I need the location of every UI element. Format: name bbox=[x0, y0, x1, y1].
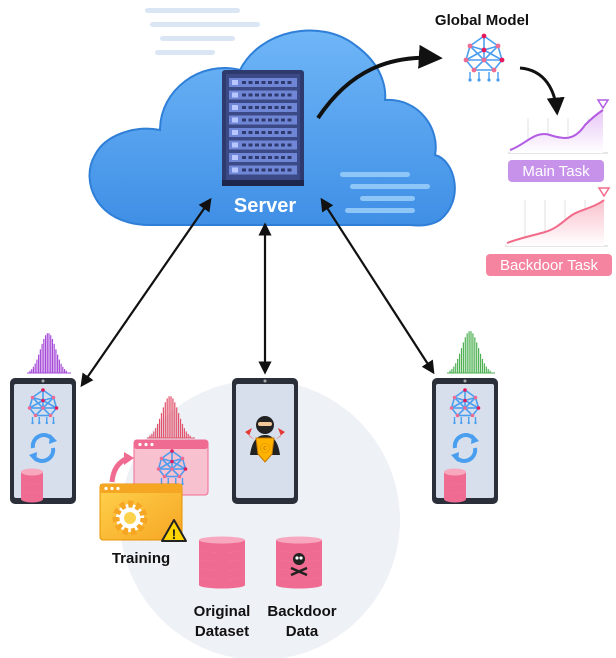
warning-icon: ! bbox=[161, 519, 187, 542]
svg-text:ⓒ: ⓒ bbox=[260, 443, 270, 455]
client-right-sync-icon bbox=[451, 433, 479, 463]
attacker-histogram bbox=[147, 396, 195, 439]
client-left-database-icon bbox=[21, 468, 43, 503]
client-left-histogram bbox=[27, 333, 71, 374]
server-rack-icon bbox=[222, 70, 304, 186]
arrow-server-to-global-model bbox=[316, 44, 443, 120]
client-right-histogram bbox=[447, 331, 495, 374]
neural-network-icon bbox=[463, 33, 505, 82]
main-task-chart bbox=[508, 99, 610, 154]
hacker-icon: ⓒ bbox=[245, 416, 285, 463]
skull-icon bbox=[290, 553, 308, 577]
arrow-server-client-left bbox=[80, 197, 212, 388]
server-label: Server bbox=[234, 195, 296, 217]
main-task-badge bbox=[508, 160, 604, 182]
global-model-label: Global Model bbox=[435, 12, 529, 29]
gear-icon bbox=[112, 500, 148, 536]
training-model-icon bbox=[156, 449, 188, 486]
training-label: Training bbox=[112, 550, 170, 567]
arrow-global-model-to-tasks bbox=[519, 66, 565, 116]
training-arrow-head bbox=[124, 452, 134, 465]
arrow-server-client-right bbox=[320, 197, 435, 375]
backdoor-task-chart bbox=[505, 187, 611, 247]
original-dataset-icon bbox=[199, 536, 245, 589]
svg-text:!: ! bbox=[172, 526, 177, 542]
backdoor-task-badge bbox=[486, 254, 612, 276]
backdoor-task-label: Backdoor Task bbox=[500, 257, 599, 274]
main-task-label: Main Task bbox=[522, 163, 590, 180]
client-right-database-icon bbox=[444, 468, 466, 503]
client-right-model-icon bbox=[449, 388, 481, 425]
client-left-model-icon bbox=[27, 388, 59, 425]
client-left-sync-icon bbox=[29, 433, 57, 463]
